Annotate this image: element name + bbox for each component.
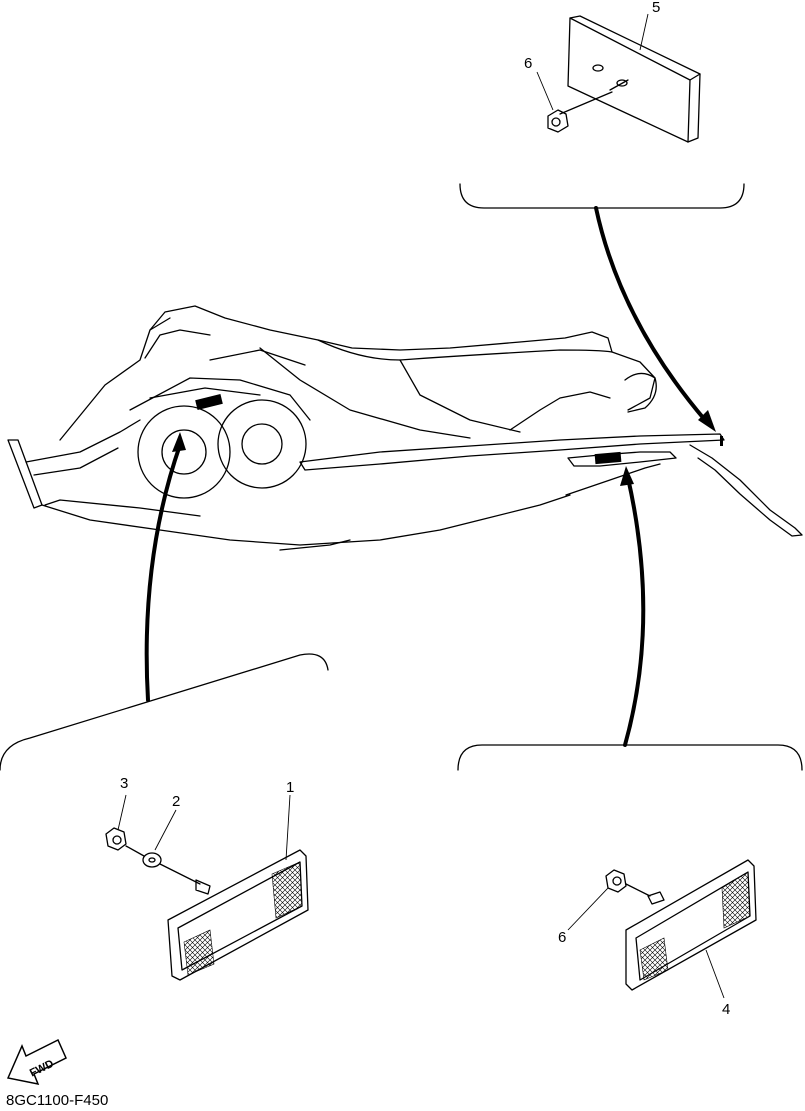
- front-reflector-part: [105, 827, 309, 981]
- front-reflector-marker: [195, 394, 223, 410]
- arrow-head-rear: [620, 466, 634, 486]
- callout-4: 4: [722, 1001, 730, 1018]
- rear-reflector-marker: [594, 451, 622, 465]
- callout-6-top: 6: [524, 55, 532, 72]
- drawing-code: 8GC1100-F450: [6, 1092, 109, 1109]
- plate-marker: [720, 436, 723, 446]
- leader-arrows: [144, 206, 716, 747]
- snowmobile-outline: [7, 305, 803, 551]
- callout-lines: [117, 13, 725, 999]
- fwd-arrow-icon: FWD: [6, 1038, 67, 1086]
- detail-frames: [0, 183, 803, 771]
- plate-reflector-part: [547, 15, 701, 143]
- clutch-pulleys: [137, 399, 307, 499]
- callout-5: 5: [652, 0, 660, 16]
- arrow-head-front: [172, 432, 186, 452]
- callout-6-right: 6: [558, 929, 566, 946]
- callout-1: 1: [286, 779, 294, 796]
- rear-reflector-part: [605, 859, 757, 991]
- callout-3: 3: [120, 775, 128, 792]
- arrow-head-plate: [698, 410, 716, 432]
- callout-2: 2: [172, 793, 180, 810]
